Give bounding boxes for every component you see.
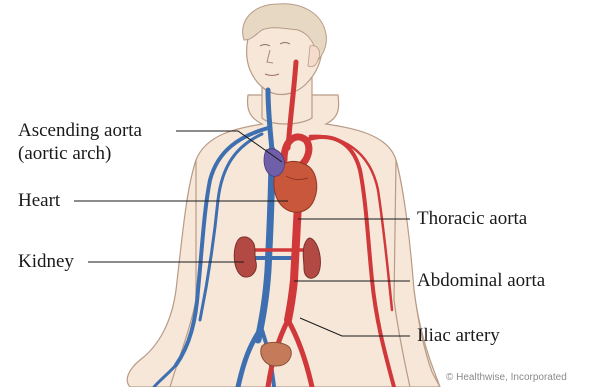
label-abdominal-aorta: Abdominal aorta (417, 270, 545, 292)
label-kidney: Kidney (18, 251, 74, 273)
label-heart: Heart (18, 190, 60, 212)
label-thoracic-aorta: Thoracic aorta (417, 208, 527, 230)
label-iliac-artery: Iliac artery (417, 325, 500, 347)
kidney-left (234, 237, 256, 277)
copyright-credit: © Healthwise, Incorporated (446, 372, 567, 383)
label-aortic-arch: (aortic arch) (18, 143, 111, 165)
label-ascending-aorta: Ascending aorta (18, 120, 142, 142)
bladder (261, 342, 291, 366)
